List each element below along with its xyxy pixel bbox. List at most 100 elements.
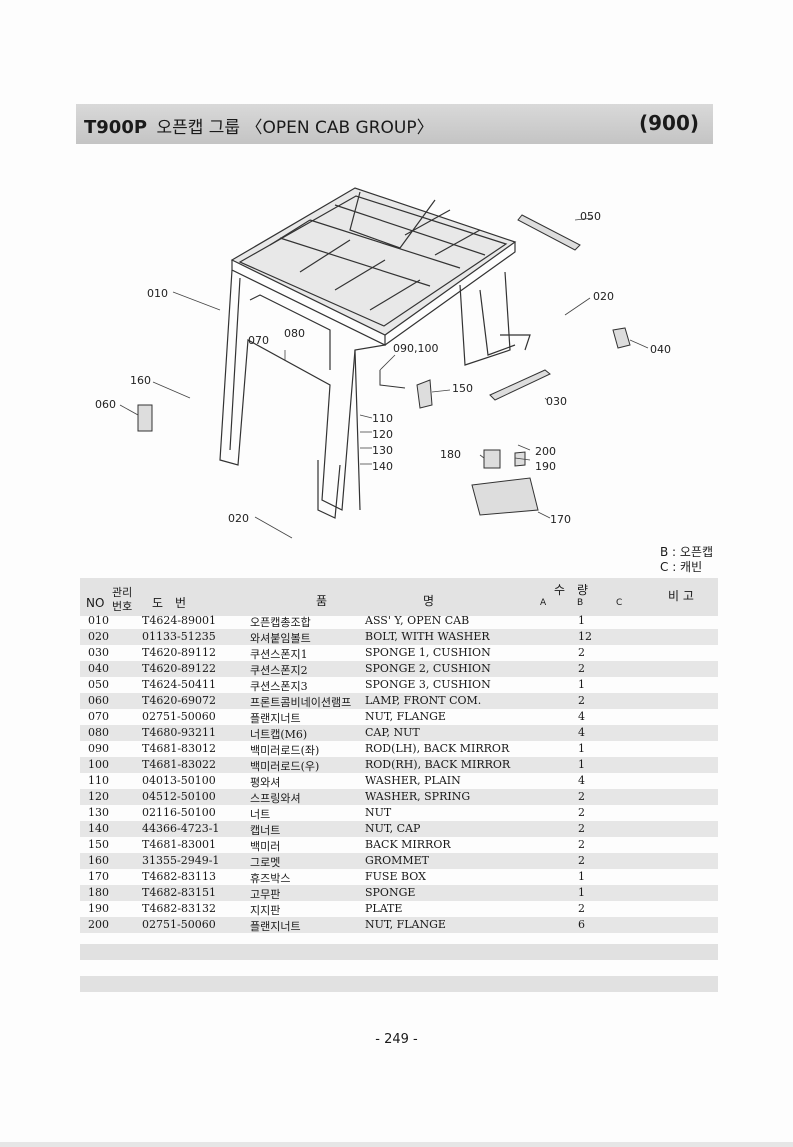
callout-160: 160 [130, 374, 151, 387]
quantity-b: 6 [578, 918, 585, 931]
legend-c: C : 캐빈 [660, 560, 703, 574]
quantity-b: 12 [578, 630, 592, 643]
part-name-korean: 쿠션스폰지3 [250, 680, 308, 693]
quantity-b: 1 [578, 758, 585, 771]
col-mgmt-top: 관리 [112, 586, 133, 599]
part-name-english: NUT, FLANGE [365, 918, 446, 931]
part-name-korean: 백미러로드(우) [250, 760, 320, 773]
callout-180: 180 [440, 448, 461, 461]
group-code: (900) [638, 111, 699, 135]
row-number: 080 [88, 726, 109, 739]
part-number: 02751-50060 [142, 710, 216, 723]
row-number: 020 [88, 630, 109, 643]
header-bar: T900P 오픈캡 그룹 〈OPEN CAB GROUP〉 (900) [76, 104, 713, 144]
quantity-b: 1 [578, 742, 585, 755]
part-number: T4680-93211 [142, 726, 217, 739]
table-row: 190 T4682-83132 지지판 PLATE 2 [80, 901, 718, 917]
part-name-english: WASHER, SPRING [365, 790, 471, 803]
row-number: 150 [88, 838, 109, 851]
row-number: 190 [88, 902, 109, 915]
part-name-korean: 너트캡(M6) [250, 728, 308, 741]
front-combination-lamp [137, 404, 153, 432]
part-name-korean: 고무판 [250, 888, 281, 901]
quantity-b: 1 [578, 886, 585, 899]
col-name: 품 명 [316, 594, 435, 608]
part-name-korean: 너트 [250, 808, 271, 821]
small-parts [137, 214, 631, 516]
part-name-english: SPONGE 2, CUSHION [365, 662, 491, 675]
part-name-korean: 캡너트 [250, 824, 281, 837]
page-number: - 249 - [375, 1032, 418, 1047]
part-number: T4682-83132 [142, 902, 217, 915]
back-mirror-rod [379, 370, 406, 389]
callout-030: 030 [546, 395, 567, 408]
part-name-english: ROD(LH), BACK MIRROR [365, 742, 510, 755]
part-name-korean: 오픈캡총조합 [250, 616, 311, 629]
part-number: T4681-83012 [142, 742, 217, 755]
row-number: 060 [88, 694, 109, 707]
part-name-english: NUT, CAP [365, 822, 421, 835]
part-name-english: FUSE BOX [365, 870, 426, 883]
part-name-korean: 플랜지너트 [250, 712, 301, 725]
group-title: 오픈캡 그룹 〈OPEN CAB GROUP〉 [156, 118, 434, 138]
sponge-pad [483, 449, 501, 469]
row-number: 050 [88, 678, 109, 691]
part-name-korean: 평와셔 [250, 776, 281, 789]
callout-110: 110 [372, 412, 393, 425]
row-number: 200 [88, 918, 109, 931]
part-number: 04512-50100 [142, 790, 216, 803]
part-name-english: SPONGE 3, CUSHION [365, 678, 491, 691]
row-number: 090 [88, 742, 109, 755]
model-code: T900P [84, 117, 148, 138]
part-name-korean: 지지판 [250, 904, 281, 917]
row-number: 100 [88, 758, 109, 771]
row-number: 010 [88, 614, 109, 627]
part-name-english: ASS' Y, OPEN CAB [365, 614, 470, 627]
col-mgmt-bottom: 번호 [112, 600, 133, 613]
quantity-b: 4 [578, 710, 585, 723]
part-name-english: PLATE [365, 902, 403, 915]
empty-row [80, 976, 718, 992]
quantity-b: 1 [578, 678, 585, 691]
part-number: T4624-50411 [142, 678, 217, 691]
callout-090-100: 090,100 [393, 342, 439, 355]
part-name-english: SPONGE 1, CUSHION [365, 646, 491, 659]
quantity-b: 2 [578, 854, 585, 867]
part-number: 31355-2949-1 [142, 854, 220, 867]
quantity-b: 2 [578, 838, 585, 851]
quantity-b: 1 [578, 870, 585, 883]
part-name-korean: 와셔붙임볼트 [250, 632, 311, 645]
part-name-english: LAMP, FRONT COM. [365, 694, 482, 707]
part-name-english: NUT [365, 806, 392, 819]
part-name-korean: 쿠션스폰지2 [250, 664, 308, 677]
empty-row [80, 944, 718, 960]
exploded-parts-diagram: 010 020 020 030 040 050 060 070 080 090,… [95, 187, 671, 539]
part-name-english: SPONGE [365, 886, 416, 899]
row-number: 040 [88, 662, 109, 675]
row-number: 120 [88, 790, 109, 803]
col-qty-a: A [540, 598, 547, 608]
part-name-english: BACK MIRROR [365, 838, 451, 851]
col-remark: 비 고 [668, 589, 694, 603]
quantity-b: 2 [578, 790, 585, 803]
callout-120: 120 [372, 428, 393, 441]
part-name-english: BOLT, WITH WASHER [365, 630, 490, 643]
part-name-korean: 백미러 [250, 840, 281, 853]
leader-lines [119, 217, 649, 539]
page-bottom-edge [0, 1142, 793, 1147]
table-header: NO 관리 번호 도 번 품 명 수 량 A B C 비 고 [80, 578, 718, 616]
quantity-b: 2 [578, 902, 585, 915]
sponge-2-cushion [612, 327, 631, 349]
col-qty-b: B [577, 598, 584, 608]
part-number: T4681-83022 [142, 758, 217, 771]
